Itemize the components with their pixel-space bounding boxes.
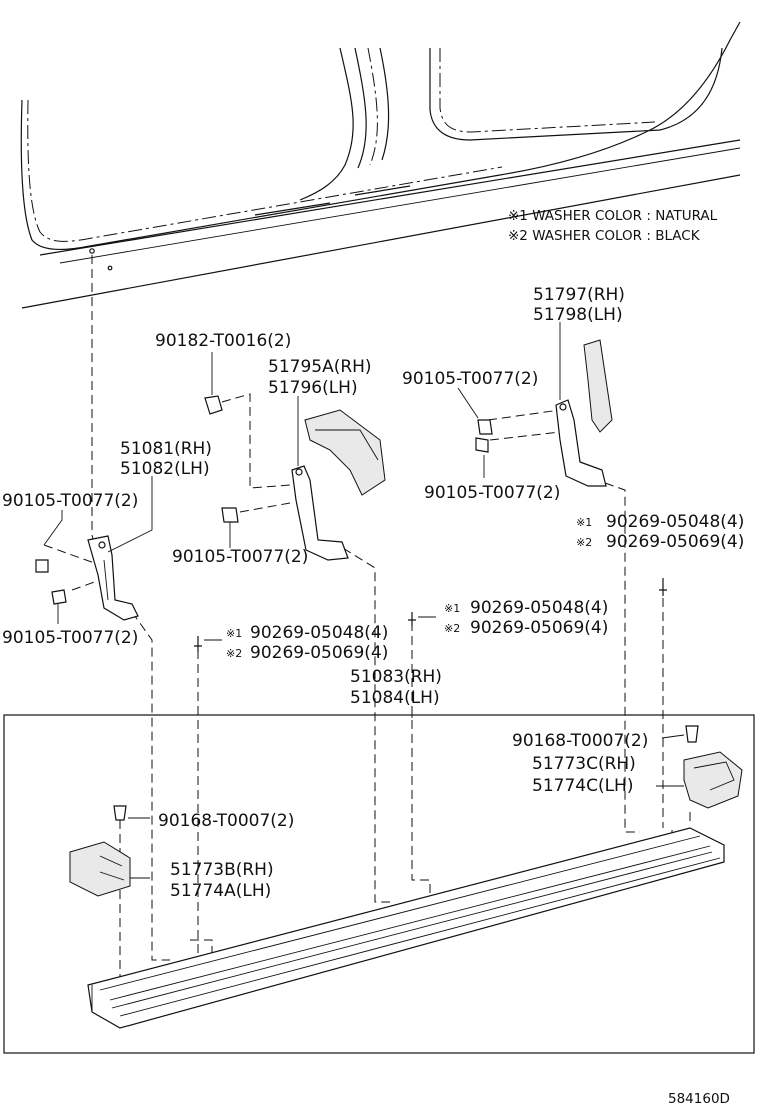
label-51795A: 51795A(RH) bbox=[268, 357, 372, 377]
label-90105-T0077-mid: 90105-T0077(2) bbox=[424, 483, 560, 503]
clip-left bbox=[113, 805, 127, 821]
vehicle-body-outline bbox=[20, 21, 741, 309]
label-90269-05048-right: 90269-05048(4) bbox=[606, 512, 744, 532]
label-51773B: 51773B(RH) bbox=[170, 860, 274, 880]
bracket-51797 bbox=[555, 339, 613, 487]
label-90105-T0077-lower-left: 90105-T0077(2) bbox=[2, 628, 138, 648]
nut-90182 bbox=[204, 395, 223, 415]
label-51082: 51082(LH) bbox=[120, 459, 210, 479]
label-51773C: 51773C(RH) bbox=[532, 754, 636, 774]
label-51083: 51083(RH) bbox=[350, 667, 442, 687]
clip-right bbox=[685, 725, 699, 743]
label-90168-T0007-left: 90168-T0007(2) bbox=[158, 811, 294, 831]
bolt-top-lower bbox=[475, 437, 489, 453]
label-51798: 51798(LH) bbox=[533, 305, 623, 325]
mark-2-center: ※2 bbox=[444, 622, 460, 635]
label-90182-T0016: 90182-T0016(2) bbox=[155, 331, 291, 351]
leader-lines bbox=[43, 322, 685, 879]
mark-1-center: ※1 bbox=[444, 602, 460, 615]
screw-right bbox=[659, 578, 667, 596]
label-51084: 51084(LH) bbox=[350, 688, 440, 708]
screw-left-center bbox=[194, 636, 202, 652]
bolt-left-upper bbox=[35, 559, 49, 573]
label-90269-05069-center: 90269-05069(4) bbox=[470, 618, 608, 638]
label-90269-05048-left-center: 90269-05048(4) bbox=[250, 623, 388, 643]
bracket-51795a bbox=[291, 409, 386, 561]
label-51774A: 51774A(LH) bbox=[170, 881, 271, 901]
label-90105-T0077-top: 90105-T0077(2) bbox=[402, 369, 538, 389]
label-51774C: 51774C(LH) bbox=[532, 776, 633, 796]
bracket-51081 bbox=[87, 535, 139, 621]
label-51796: 51796(LH) bbox=[268, 378, 358, 398]
alignment-lines bbox=[43, 255, 691, 1005]
label-51797: 51797(RH) bbox=[533, 285, 625, 305]
label-90105-T0077-center: 90105-T0077(2) bbox=[172, 547, 308, 567]
step-pad-51773c bbox=[683, 751, 743, 809]
label-90269-05069-left-center: 90269-05069(4) bbox=[250, 643, 388, 663]
label-90168-T0007-right: 90168-T0007(2) bbox=[512, 731, 648, 751]
running-board-51083 bbox=[87, 827, 725, 1029]
label-90269-05069-right: 90269-05069(4) bbox=[606, 532, 744, 552]
mark-1-right: ※1 bbox=[576, 516, 592, 529]
label-90105-T0077-left: 90105-T0077(2) bbox=[2, 491, 138, 511]
fasteners bbox=[35, 395, 699, 821]
detail-frame bbox=[3, 714, 755, 1054]
legend-washer-black: ※2 WASHER COLOR : BLACK bbox=[508, 228, 701, 244]
mark-2-right: ※2 bbox=[576, 536, 592, 549]
bolt-top-upper bbox=[477, 419, 493, 435]
step-pad-51773b bbox=[69, 841, 131, 897]
diagram-id: 584160D bbox=[668, 1091, 730, 1107]
bolt-left-lower bbox=[51, 589, 67, 605]
part-labels: 90182-T0016(2) 51795A(RH) 51796(LH) 5179… bbox=[2, 285, 744, 1107]
mark-1-left-center: ※1 bbox=[226, 627, 242, 640]
legend-washer-natural: ※1 WASHER COLOR : NATURAL bbox=[508, 208, 718, 224]
label-90269-05048-center: 90269-05048(4) bbox=[470, 598, 608, 618]
screw-center bbox=[408, 612, 416, 626]
label-51081: 51081(RH) bbox=[120, 439, 212, 459]
mark-2-left-center: ※2 bbox=[226, 647, 242, 660]
washer-color-legend: ※1 WASHER COLOR : NATURAL ※2 WASHER COLO… bbox=[508, 208, 718, 244]
bolt-center bbox=[221, 507, 239, 523]
